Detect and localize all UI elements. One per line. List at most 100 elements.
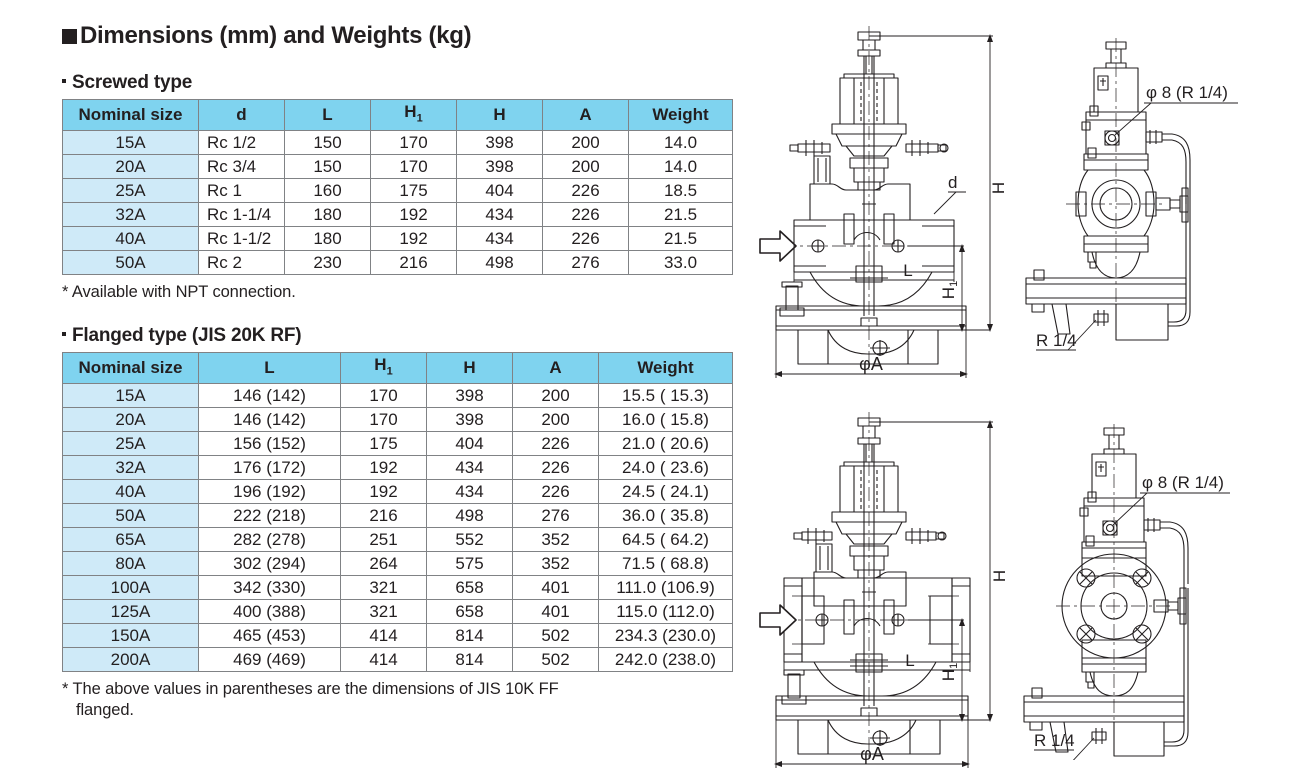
dimension-label-h1: H1 bbox=[939, 663, 960, 681]
table-cell: 175 bbox=[370, 178, 457, 204]
dimension-label-h: H bbox=[989, 182, 1008, 194]
table-cell: 414 bbox=[340, 623, 427, 649]
table-cell: 658 bbox=[426, 599, 513, 625]
cell-nominal-size: 150A bbox=[62, 623, 199, 649]
table-cell: 14.0 bbox=[628, 154, 733, 180]
table-cell: 150 bbox=[284, 130, 371, 156]
column-header-4: A bbox=[512, 352, 599, 385]
cell-nominal-size: 100A bbox=[62, 575, 199, 601]
table-cell: 36.0 ( 35.8) bbox=[598, 503, 733, 529]
table-cell: 14.0 bbox=[628, 130, 733, 156]
table-cell: 226 bbox=[512, 455, 599, 481]
table-cell: 502 bbox=[512, 647, 599, 673]
table-cell: 321 bbox=[340, 599, 427, 625]
cell-nominal-size: 25A bbox=[62, 178, 199, 204]
table-cell: 264 bbox=[340, 551, 427, 577]
table-cell: 404 bbox=[426, 431, 513, 457]
table-cell: 170 bbox=[340, 383, 427, 409]
dimension-line-phia bbox=[774, 720, 970, 768]
dot-bullet-icon bbox=[62, 332, 66, 337]
cell-nominal-size: 65A bbox=[62, 527, 199, 553]
table-cell: 434 bbox=[456, 202, 543, 228]
cell-nominal-size: 20A bbox=[62, 154, 199, 180]
table-cell: 200 bbox=[512, 383, 599, 409]
table-cell: 170 bbox=[340, 407, 427, 433]
flow-inlet-arrow-icon bbox=[759, 230, 797, 262]
column-header-3: H1 bbox=[370, 98, 457, 132]
section-heading-flanged: Flanged type (JIS 20K RF) bbox=[62, 325, 752, 347]
dimension-label-d: d bbox=[948, 173, 957, 192]
table-cell: 180 bbox=[284, 202, 371, 228]
drawings-panel: H H1 L bbox=[758, 0, 1305, 777]
table-cell: 192 bbox=[370, 226, 457, 252]
dimension-label-phia: φA bbox=[859, 354, 883, 374]
cell-nominal-size: 20A bbox=[62, 407, 199, 433]
cell-nominal-size: 125A bbox=[62, 599, 199, 625]
table-cell: 71.5 ( 68.8) bbox=[598, 551, 733, 577]
table-cell: 115.0 (112.0) bbox=[598, 599, 733, 625]
table-cell: 434 bbox=[426, 479, 513, 505]
table-cell: 469 (469) bbox=[198, 647, 341, 673]
table-cell: 18.5 bbox=[628, 178, 733, 204]
table-cell: 352 bbox=[512, 551, 599, 577]
table-cell: 226 bbox=[542, 202, 629, 228]
table-cell: 814 bbox=[426, 623, 513, 649]
table-cell: 321 bbox=[340, 575, 427, 601]
table-cell: 814 bbox=[426, 647, 513, 673]
drawing-screwed-front-view: H H1 L bbox=[758, 18, 1023, 388]
table-cell: 401 bbox=[512, 575, 599, 601]
table-cell: 200 bbox=[542, 154, 629, 180]
table-cell: 398 bbox=[456, 130, 543, 156]
table-cell: 251 bbox=[340, 527, 427, 553]
column-header-2: L bbox=[284, 98, 371, 132]
table-cell: 216 bbox=[340, 503, 427, 529]
table-cell: 33.0 bbox=[628, 250, 733, 276]
page-title: Dimensions (mm) and Weights (kg) bbox=[62, 22, 752, 50]
table-cell: 404 bbox=[456, 178, 543, 204]
table-cell: 192 bbox=[340, 479, 427, 505]
table-cell: Rc 1-1/2 bbox=[198, 226, 285, 252]
column-header-1: L bbox=[198, 352, 341, 385]
table-cell: 302 (294) bbox=[198, 551, 341, 577]
table-cell: 111.0 (106.9) bbox=[598, 575, 733, 601]
page-title-text: Dimensions (mm) and Weights (kg) bbox=[80, 22, 472, 49]
table-cell: 465 (453) bbox=[198, 623, 341, 649]
note-flanged-text-cont: flanged. bbox=[76, 701, 134, 720]
table-cell: 170 bbox=[370, 130, 457, 156]
column-header-2: H1 bbox=[340, 352, 427, 385]
section-heading-flanged-text: Flanged type (JIS 20K RF) bbox=[72, 325, 302, 347]
table-cell: 24.0 ( 23.6) bbox=[598, 455, 733, 481]
dimension-line-l bbox=[783, 662, 971, 672]
cell-nominal-size: 80A bbox=[62, 551, 199, 577]
note-flanged-text: * The above values in parentheses are th… bbox=[62, 680, 559, 699]
table-cell: 282 (278) bbox=[198, 527, 341, 553]
table-cell: 160 bbox=[284, 178, 371, 204]
table-cell: 150 bbox=[284, 154, 371, 180]
drawing-flanged-front-view: H H1 L bbox=[758, 400, 1023, 772]
table-cell: 414 bbox=[340, 647, 427, 673]
dimension-label-h: H bbox=[990, 570, 1009, 582]
dimension-label-h1: H1 bbox=[939, 281, 960, 299]
table-cell: 196 (192) bbox=[198, 479, 341, 505]
table-cell: 226 bbox=[542, 178, 629, 204]
table-cell: 400 (388) bbox=[198, 599, 341, 625]
dimension-label-l: L bbox=[905, 651, 914, 670]
table-cell: 234.3 (230.0) bbox=[598, 623, 733, 649]
table-cell: 276 bbox=[542, 250, 629, 276]
dimension-line-h1 bbox=[908, 244, 965, 332]
table-cell: 226 bbox=[542, 226, 629, 252]
